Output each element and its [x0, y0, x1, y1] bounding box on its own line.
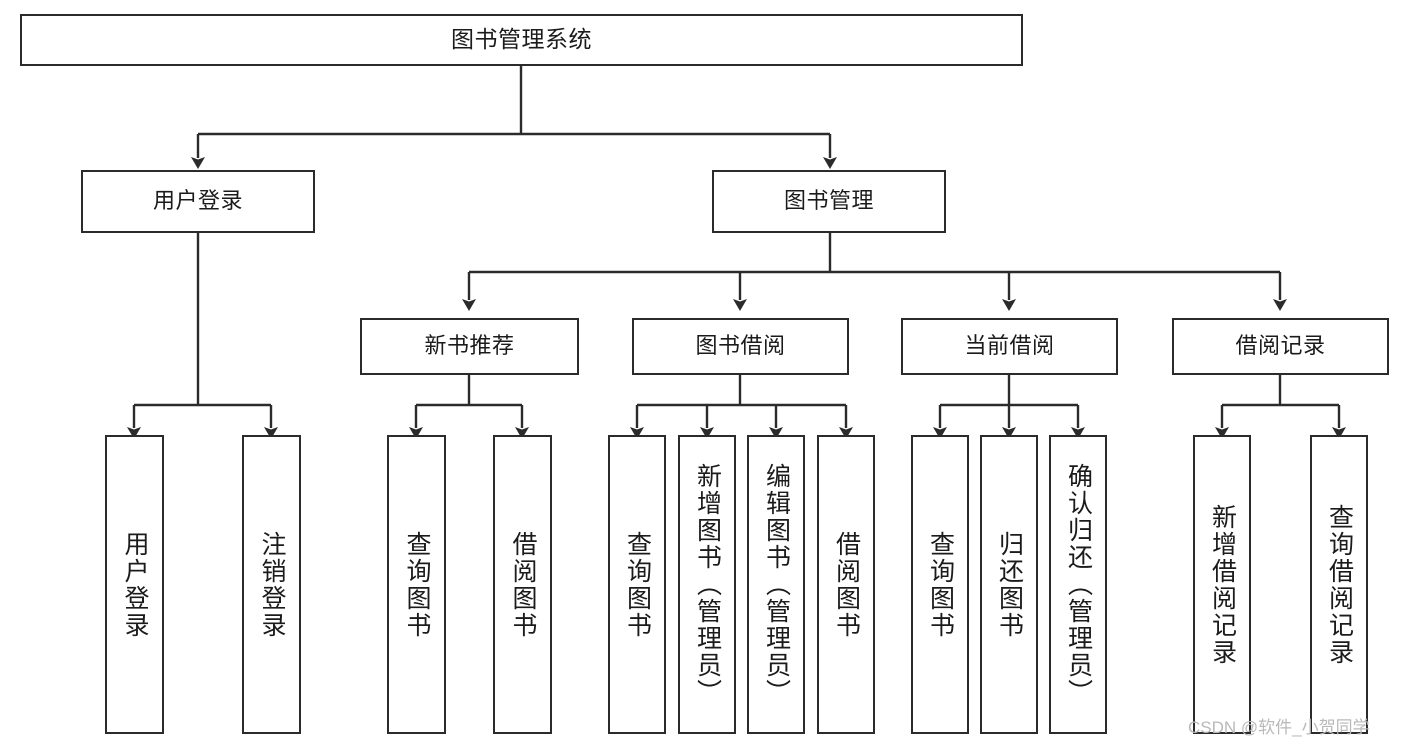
node-current-borrow-label: 当前借阅: [964, 333, 1055, 359]
node-new-book-recommend-label: 新书推荐: [424, 333, 515, 359]
node-leaf-return-book[interactable]: 归还图书: [980, 435, 1038, 734]
node-leaf-add-record[interactable]: 新增借阅记录: [1193, 435, 1251, 734]
node-book-management[interactable]: 图书管理: [712, 170, 946, 233]
node-leaf-query-record-label: 查询借阅记录: [1325, 503, 1354, 666]
node-leaf-query-book-3[interactable]: 查询图书: [911, 435, 969, 734]
node-leaf-query-book-2-label: 查询图书: [623, 530, 652, 639]
node-leaf-borrow-book-1-label: 借阅图书: [509, 530, 537, 639]
node-leaf-query-book-3-label: 查询图书: [926, 530, 955, 639]
node-leaf-query-record[interactable]: 查询借阅记录: [1310, 435, 1368, 734]
node-leaf-edit-book[interactable]: 编辑图书（管理员）: [747, 435, 805, 734]
node-leaf-confirm-return[interactable]: 确认归还（管理员）: [1049, 435, 1107, 734]
node-leaf-return-book-label: 归还图书: [995, 530, 1024, 639]
node-leaf-user-login[interactable]: 用户登录: [105, 435, 164, 734]
node-book-management-label: 图书管理: [783, 188, 874, 214]
node-leaf-add-book[interactable]: 新增图书（管理员）: [678, 435, 736, 734]
node-leaf-user-login-label: 用户登录: [121, 530, 149, 639]
node-leaf-borrow-book-2-label: 借阅图书: [832, 530, 861, 639]
node-leaf-query-book-1[interactable]: 查询图书: [387, 435, 446, 734]
node-leaf-add-record-label: 新增借阅记录: [1208, 503, 1237, 666]
node-book-borrow-label: 图书借阅: [695, 333, 786, 359]
node-leaf-borrow-book-2[interactable]: 借阅图书: [817, 435, 875, 734]
node-user-login-label: 用户登录: [152, 188, 243, 214]
node-leaf-edit-book-label: 编辑图书（管理员）: [762, 463, 791, 706]
node-book-borrow[interactable]: 图书借阅: [632, 318, 849, 375]
node-leaf-logout[interactable]: 注销登录: [242, 435, 301, 734]
node-borrow-record-label: 借阅记录: [1235, 333, 1326, 359]
watermark: CSDN @软件_小贺同学: [1188, 718, 1370, 737]
node-leaf-confirm-return-label: 确认归还（管理员）: [1064, 463, 1093, 706]
node-leaf-borrow-book-1[interactable]: 借阅图书: [493, 435, 552, 734]
node-root-label: 图书管理系统: [451, 26, 592, 53]
node-leaf-logout-label: 注销登录: [258, 530, 286, 639]
node-leaf-query-book-1-label: 查询图书: [403, 530, 431, 639]
node-leaf-query-book-2[interactable]: 查询图书: [608, 435, 666, 734]
node-new-book-recommend[interactable]: 新书推荐: [360, 318, 579, 375]
node-user-login[interactable]: 用户登录: [81, 170, 315, 233]
node-current-borrow[interactable]: 当前借阅: [901, 318, 1118, 375]
node-root[interactable]: 图书管理系统: [20, 14, 1023, 66]
node-borrow-record[interactable]: 借阅记录: [1172, 318, 1389, 375]
node-leaf-add-book-label: 新增图书（管理员）: [693, 463, 722, 706]
